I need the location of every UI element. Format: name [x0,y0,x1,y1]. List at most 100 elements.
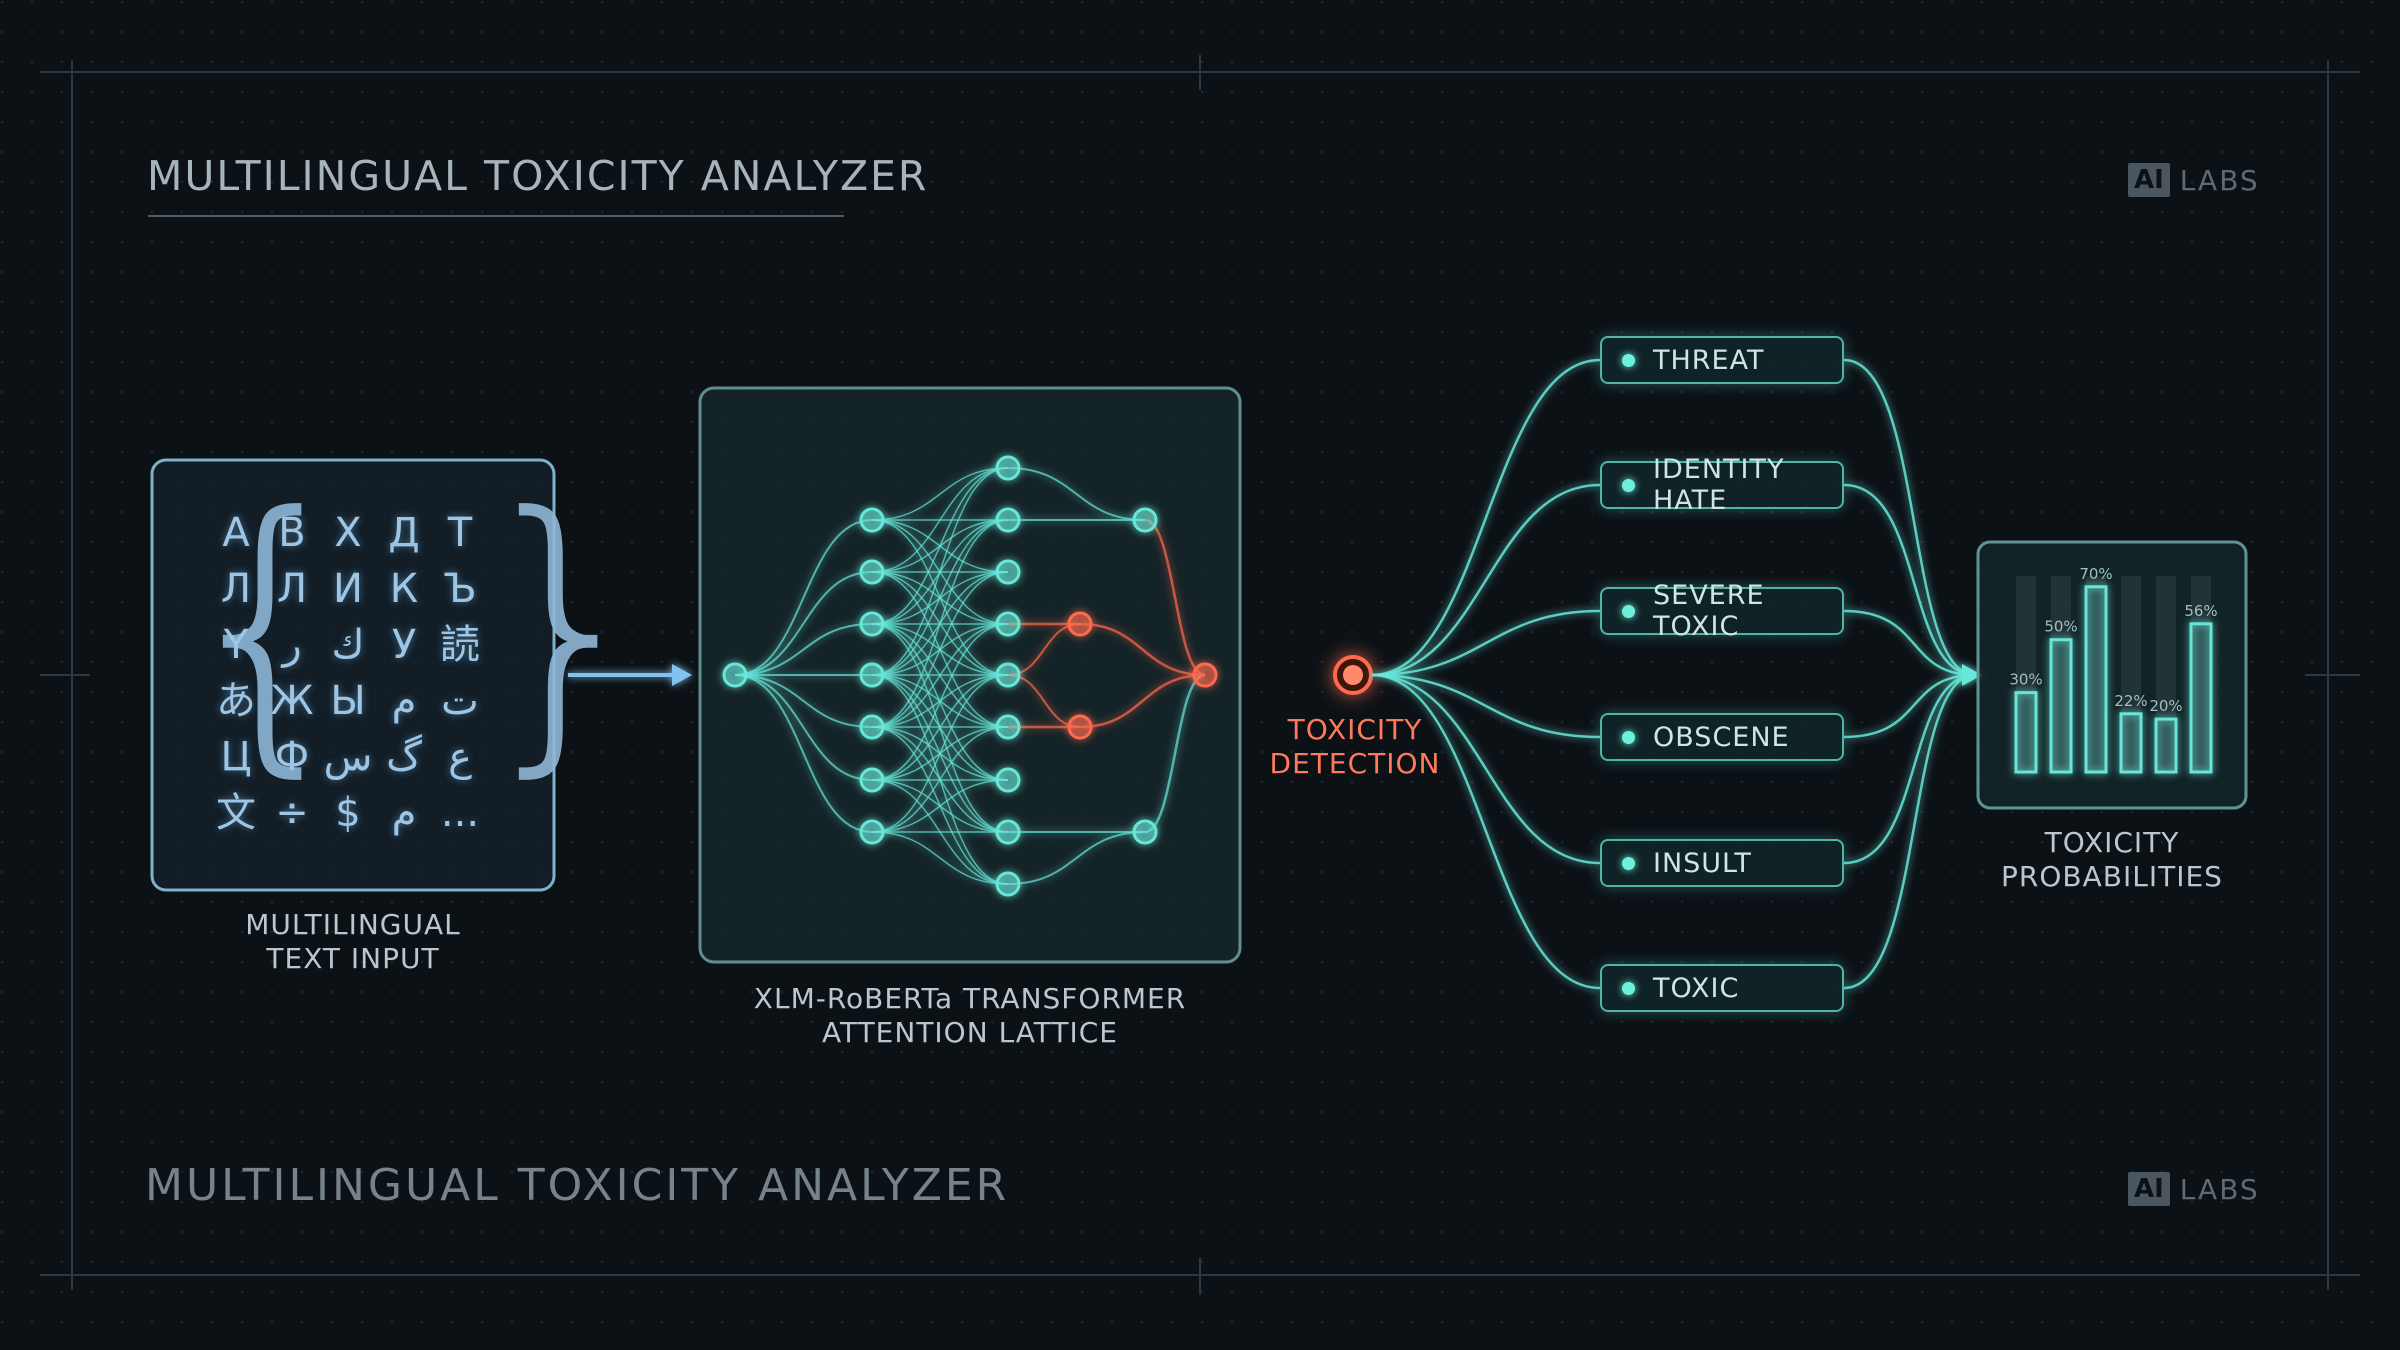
detection-label: TOXICITY DETECTION [1250,713,1460,781]
lattice-edge [871,779,1009,833]
footer-title: MULTILINGUAL TOXICITY ANALYZER [145,1160,1010,1211]
brand-labs: LABS [2179,1172,2260,1206]
brand-labs: LABS [2179,163,2260,197]
input-character: ت [441,678,479,724]
input-label-line1: MULTILINGUAL [245,908,461,941]
lattice-node-red [1067,611,1093,637]
bullet-icon [1622,981,1635,995]
lattice-node [995,611,1021,637]
page-title: MULTILINGUAL TOXICITY ANALYZER [147,152,929,200]
lattice-edge [871,571,1009,728]
lattice-edge [871,831,1009,885]
branch-curve-out [1843,609,1976,677]
input-character: Ж [270,678,314,724]
input-character: У [391,622,417,668]
probabilities-label-line1: TOXICITY [2044,826,2180,859]
probabilities-label-line2: PROBABILITIES [2001,860,2223,893]
lattice-edge [1007,831,1146,885]
input-character: Л [220,566,252,612]
input-character: あ [216,678,256,724]
input-character: س [323,734,373,780]
bar-value-label: 30% [2009,671,2042,689]
bar-value-label: 70% [2079,565,2112,583]
input-node [722,662,748,688]
lattice-edge [871,519,1009,676]
input-character: م [391,790,417,836]
category-label: INSULT [1653,847,1752,879]
branch-curve-out [1843,673,1976,865]
lattice-node [859,767,885,793]
category-label: OBSCENE [1653,721,1790,753]
lattice-edge [734,674,873,833]
lattice-node [1132,507,1158,533]
probability-bar [2189,622,2213,774]
probability-bar [2084,585,2108,774]
input-character: گ [386,734,422,780]
branch-curve-out [1843,673,1976,990]
lattice-node [995,455,1021,481]
bullet-icon [1622,730,1635,744]
transformer-label-line1: XLM-RoBERTa TRANSFORMER [753,982,1187,1015]
transformer-label: XLM-RoBERTa TRANSFORMER ATTENTION LATTIC… [700,982,1240,1050]
input-character: م [391,678,417,724]
input-character: Л [276,566,308,612]
probability-bar [2154,717,2178,774]
input-character: 文 [216,790,256,836]
lattice-node [995,819,1021,845]
input-panel [150,458,556,892]
input-character: ك [331,622,365,668]
title-underline [148,215,844,217]
branch-curve-in [1371,609,1601,677]
branch-curve-out [1843,673,1976,739]
branch-curve-in [1371,673,1601,865]
input-label-line2: TEXT INPUT [266,942,440,975]
lattice-edge [871,674,1009,833]
input-character: ع [448,734,472,780]
input-character: А [222,510,250,556]
input-character: Ы [330,678,366,724]
lattice-edge [871,519,1009,728]
input-character: Y [223,622,249,668]
lattice-node [995,559,1021,585]
bar-value-label: 20% [2149,697,2182,715]
lattice-node [995,767,1021,793]
lattice-node [859,662,885,688]
bullet-icon [1622,604,1635,618]
input-character: В [278,510,306,556]
lattice-node [859,507,885,533]
lattice-edge [871,674,1009,781]
lattice-node [1132,819,1158,845]
bullet-icon [1622,353,1635,367]
bullet-icon [1622,856,1635,870]
arrowhead-icon [1962,664,1982,686]
lattice-edge-red [1079,673,1206,729]
category-threat: THREAT [1600,336,1844,384]
lattice-edge [734,674,873,728]
lattice-node [995,714,1021,740]
lattice-edge [734,623,873,676]
category-label: SEVERE TOXIC [1653,580,1765,642]
transformer-label-line2: ATTENTION LATTICE [821,1016,1118,1049]
lattice-edge [871,467,1009,625]
category-identity-hate: IDENTITY HATE [1600,454,1844,516]
lattice-node [995,662,1021,688]
brand-logo-bottom: AI LABS [2128,1172,2260,1206]
lattice-edge [734,674,873,781]
lattice-node [859,819,885,845]
lattice-edge [871,467,1009,521]
lattice-node-red [1067,714,1093,740]
lattice-node [859,714,885,740]
brand-logo-top: AI LABS [2128,163,2260,197]
input-character: Д [388,510,420,556]
lattice-edge [734,571,873,676]
lattice-edge [871,467,1009,573]
output-node [1192,662,1218,688]
brand-ai: AI [2128,1172,2170,1206]
bar-value-label: 22% [2114,692,2147,710]
lattice-edge [871,467,1009,676]
category-label: IDENTITY HATE [1653,454,1785,516]
input-character: Ф [274,734,310,780]
probabilities-label: TOXICITY PROBABILITIES [1962,826,2262,894]
